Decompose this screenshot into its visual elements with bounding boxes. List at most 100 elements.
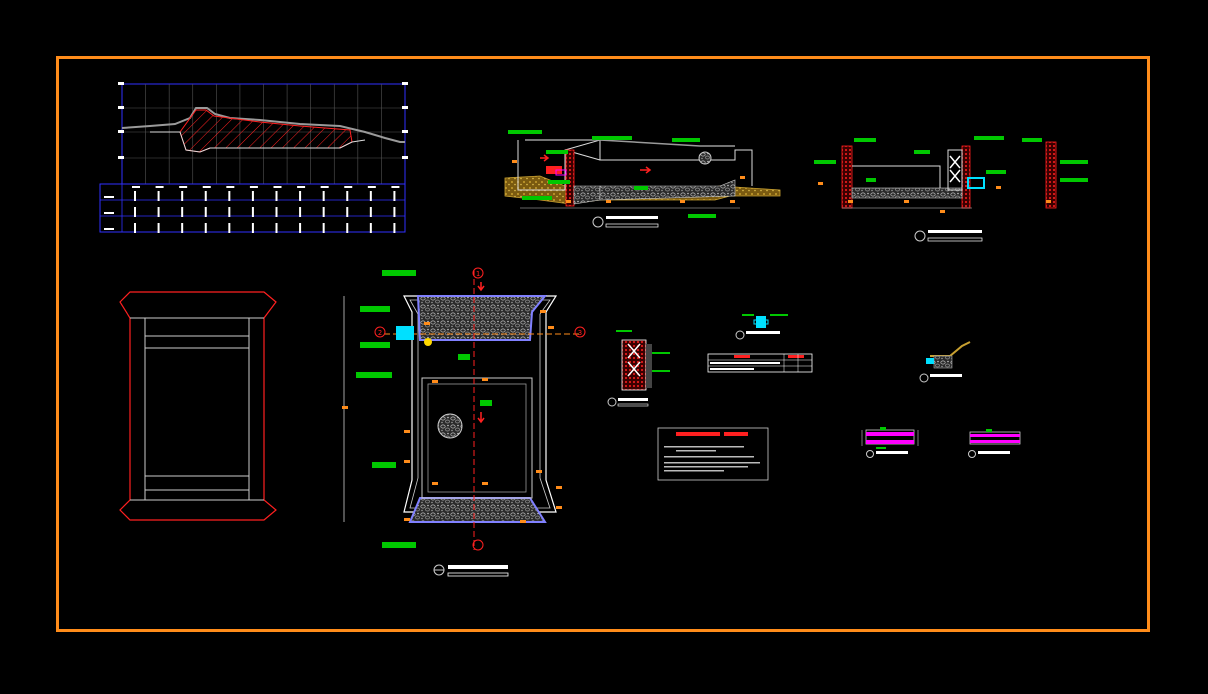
notes-lines bbox=[664, 446, 760, 472]
table-cell-mark bbox=[320, 186, 329, 188]
table-row-label-mark bbox=[104, 196, 114, 198]
table-cell-mark bbox=[134, 191, 136, 201]
table-cell-mark bbox=[369, 207, 372, 217]
dimension-mark bbox=[432, 482, 438, 485]
table-cell-mark bbox=[181, 207, 184, 217]
gravel-inlet bbox=[416, 295, 548, 341]
table-cell-mark bbox=[204, 207, 207, 217]
table-cell-mark bbox=[202, 186, 211, 188]
axis-tick bbox=[402, 82, 408, 85]
table-cell-mark bbox=[204, 223, 207, 233]
plan-outer-wall bbox=[403, 295, 558, 513]
axis-tick bbox=[118, 156, 124, 159]
label-tag bbox=[546, 150, 568, 154]
svg-text:1: 1 bbox=[476, 270, 480, 278]
note-line bbox=[664, 470, 724, 472]
label-tag bbox=[356, 372, 392, 378]
notes-box bbox=[657, 427, 769, 481]
table-cell-mark bbox=[275, 207, 278, 217]
dimension-mark bbox=[482, 378, 488, 381]
label-tag bbox=[548, 180, 570, 184]
table-cell-mark bbox=[393, 223, 396, 233]
dimension-mark bbox=[404, 518, 410, 521]
axis-tick bbox=[402, 156, 408, 159]
section-marker-right: 3 bbox=[574, 326, 586, 338]
dimension-mark bbox=[556, 486, 562, 489]
table-cell-mark bbox=[228, 191, 231, 201]
note-line bbox=[664, 466, 748, 468]
label-tag bbox=[814, 160, 836, 164]
dimension-mark bbox=[482, 482, 488, 485]
section-2-labels bbox=[814, 136, 1088, 213]
longitudinal-profile bbox=[99, 82, 408, 233]
label-tag bbox=[1060, 160, 1088, 164]
note-line bbox=[664, 462, 760, 464]
table-cell-mark bbox=[393, 191, 396, 201]
manhole bbox=[437, 413, 463, 439]
label-tag bbox=[634, 186, 648, 190]
table-cell-mark bbox=[346, 223, 349, 233]
table-cell-mark bbox=[251, 191, 254, 201]
plan-view: 1 2 3 bbox=[342, 267, 586, 577]
table-cell-mark bbox=[134, 207, 136, 217]
label-tag bbox=[688, 214, 716, 218]
dimension-mark bbox=[424, 322, 430, 325]
label-tag bbox=[1022, 138, 1042, 142]
table-cell-mark bbox=[249, 186, 258, 188]
dimension-mark bbox=[904, 200, 909, 203]
axis-tick bbox=[118, 106, 124, 109]
table-cell-mark bbox=[391, 186, 400, 188]
table-cell-mark bbox=[369, 191, 372, 201]
table-cell-mark bbox=[157, 191, 160, 201]
table-cell-mark bbox=[322, 207, 325, 217]
gravel-outlet bbox=[408, 497, 547, 523]
table-cell-mark bbox=[322, 223, 325, 233]
dimension-mark bbox=[740, 176, 745, 179]
section-1-title-block bbox=[592, 216, 659, 228]
note-line bbox=[664, 456, 754, 458]
table-cell-mark bbox=[228, 223, 231, 233]
axis-tick bbox=[118, 82, 124, 85]
table-cell-mark bbox=[251, 223, 254, 233]
label-tag bbox=[914, 150, 930, 154]
label-tag bbox=[592, 136, 632, 140]
section-marker-left: 2 bbox=[374, 326, 386, 338]
table-cell-mark bbox=[134, 223, 136, 233]
section-1-labels bbox=[508, 130, 745, 218]
profile-data-table bbox=[100, 183, 405, 233]
label-tag bbox=[360, 342, 390, 348]
dimension-mark bbox=[520, 520, 526, 523]
table-cell-mark bbox=[393, 207, 396, 217]
dimension-mark bbox=[566, 200, 571, 203]
table-cell-mark bbox=[346, 207, 349, 217]
dimension-mark bbox=[404, 430, 410, 433]
label-tag bbox=[382, 542, 416, 548]
table-row-label-mark bbox=[104, 228, 114, 230]
dimension-mark bbox=[432, 380, 438, 383]
table-cell-mark bbox=[367, 186, 376, 188]
table-cell-mark bbox=[275, 191, 278, 201]
table-cell-mark bbox=[228, 207, 231, 217]
dimension-mark bbox=[556, 506, 562, 509]
cut-section-hatch bbox=[179, 109, 353, 153]
section-marker-top: 1 bbox=[472, 267, 484, 279]
dimension-mark bbox=[548, 326, 554, 329]
label-tag bbox=[522, 196, 552, 200]
dimension-mark bbox=[606, 200, 611, 203]
label-tag bbox=[866, 178, 876, 182]
section-2-2 bbox=[814, 136, 1088, 242]
dimension-mark bbox=[1046, 200, 1051, 203]
small-details bbox=[861, 341, 1021, 458]
table-cell-mark bbox=[299, 191, 302, 201]
table-cell-mark bbox=[181, 223, 184, 233]
dimension-mark bbox=[730, 200, 735, 203]
note-line bbox=[664, 446, 744, 448]
dimension-mark bbox=[512, 160, 517, 163]
label-tag bbox=[986, 170, 1006, 174]
table-cell-mark bbox=[251, 207, 254, 217]
label-tag bbox=[974, 136, 1004, 140]
label-tag bbox=[372, 462, 396, 468]
dimension-mark bbox=[996, 186, 1001, 189]
table-cell-mark bbox=[369, 223, 372, 233]
